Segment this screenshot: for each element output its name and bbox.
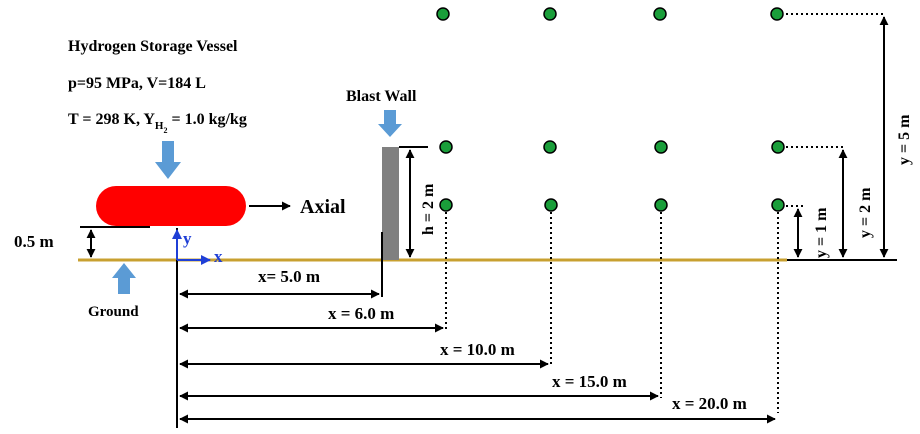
height-label-5m: y = 5 m [896,114,913,165]
sensor-6m-1m [439,198,453,212]
vessel-title: Hydrogen Storage Vessel [68,38,238,55]
vessel-pressure-volume: p=95 MPa, V=184 L [68,75,206,92]
vessel-height-label: 0.5 m [14,232,54,251]
height-label-2m: y = 2 m [857,187,874,238]
sensor-10m-5m [543,7,557,21]
vessel-down-arrow-icon [155,141,181,179]
vessel-temperature-fraction: T = 298 K, YH2 = 1.0 kg/kg [68,111,247,135]
sensor-15m-2m [654,140,668,154]
sensor-6m-5m [436,7,450,21]
distance-label-15m: x = 15.0 m [552,372,627,391]
distance-label-10m: x = 10.0 m [440,340,515,359]
sensor-15m-1m [654,198,668,212]
ground-label: Ground [88,304,139,320]
sensor-grid [436,7,785,212]
height-label-1m: y = 1 m [813,207,830,258]
sensor-10m-2m [543,140,557,154]
sensor-10m-1m [544,198,558,212]
distance-label-5m: x= 5.0 m [258,267,320,286]
sensor-20m-2m [771,140,785,154]
y-axis-label: y [183,229,192,248]
distance-label-6m: x = 6.0 m [328,304,394,323]
blast-wall [382,147,399,260]
ground-up-arrow-icon [112,263,136,294]
sensor-15m-5m [653,7,667,21]
axial-label: Axial [300,196,346,218]
storage-vessel [96,186,246,226]
blast-wall-label: Blast Wall [346,88,417,105]
blast-wall-down-arrow-icon [378,110,402,137]
distance-label-20m: x = 20.0 m [672,394,747,413]
x-axis-label: x [214,247,223,266]
sensor-20m-5m [770,7,784,21]
sensor-6m-2m [439,140,453,154]
sensor-20m-1m [771,198,785,212]
wall-height-label: h = 2 m [420,183,437,235]
